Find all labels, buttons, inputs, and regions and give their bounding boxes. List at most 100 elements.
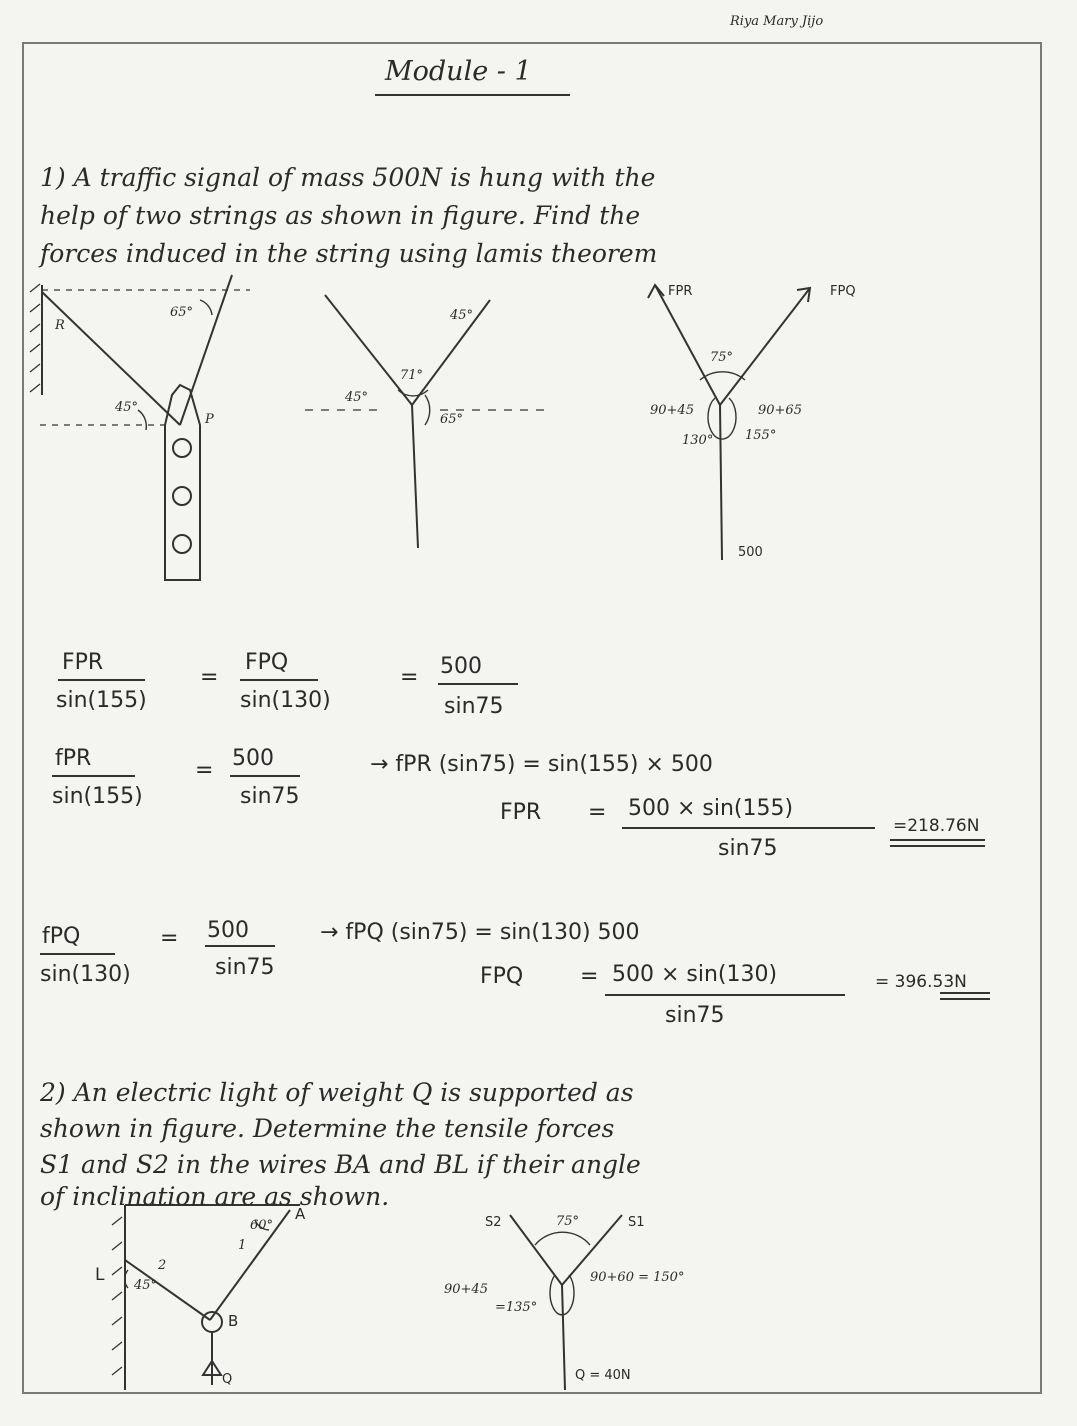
fig2a-lamp — [201, 1359, 223, 1376]
fig2b-diagram — [509, 1214, 623, 1391]
eq3-den-2: sin75 — [215, 955, 275, 980]
eq2-denominator: sin75 — [718, 836, 778, 861]
fig2b-load-label: Q = 40N — [575, 1368, 631, 1383]
fig2a-mark-2: 2 — [158, 1258, 167, 1273]
eq3-lhs: FPQ — [480, 964, 524, 989]
eq2-equals: = — [195, 758, 214, 783]
fig1a-arc-65 — [199, 299, 213, 316]
problem2-line-3: S1 and S2 in the wires BA and BL if thei… — [40, 1150, 641, 1179]
fig1a-light-2 — [172, 486, 192, 506]
fig1b-angle-mid: 71° — [400, 368, 424, 383]
fig1b-diagram — [305, 294, 545, 549]
fig2b-arc-top — [534, 1231, 591, 1246]
eq2-num-2: 500 — [232, 746, 274, 771]
fig2b-s2 — [509, 1214, 563, 1286]
fig2b-arc-bottom — [549, 1274, 575, 1316]
fig2b-label-s1: S1 — [628, 1215, 645, 1230]
fig2a-label-q: Q — [222, 1372, 233, 1387]
fig2a-diagram — [111, 1204, 300, 1390]
fig2a-pulley — [201, 1311, 223, 1333]
author-name: Riya Mary Jijo — [730, 14, 824, 29]
eq1-num-3: 500 — [440, 654, 482, 679]
fig1b-angle-right: 65° — [440, 412, 464, 427]
fig1c-angle-bl: 130° — [682, 433, 714, 448]
fig1c-fpq — [719, 287, 811, 406]
fig1c-label-fpq: FPQ — [830, 284, 856, 299]
fig2a-angle-60: 60° — [250, 1218, 274, 1233]
fig2b-label-s2: S2 — [485, 1215, 502, 1230]
fig1c-fpr — [654, 284, 721, 406]
problem1-line-1: 1) A traffic signal of mass 500N is hung… — [40, 163, 656, 192]
fig1c-arrow-fpq — [796, 286, 812, 303]
eq2-num-1: fPR — [55, 746, 92, 771]
fig1b-angle-top: 45° — [450, 308, 474, 323]
fig2a-wire-ba — [209, 1209, 291, 1321]
fig2a-arc-top — [254, 1219, 270, 1231]
fig2b-load — [561, 1284, 566, 1391]
problem1-line-3: forces induced in the string using lamis… — [40, 239, 658, 268]
eq3-equals-b: = — [580, 964, 599, 989]
eq1-den-3: sin75 — [444, 694, 504, 719]
eq1-den-2: sin(130) — [240, 688, 331, 713]
eq2-lhs: FPR — [500, 800, 542, 825]
fig1c-arc-bottom — [707, 397, 737, 440]
fig1b-arc-right — [424, 394, 431, 426]
eq3-denominator: sin75 — [665, 1003, 725, 1028]
fig1a-diagram — [29, 274, 250, 581]
eq3-result: = 396.53N — [875, 972, 967, 992]
eq2-result: =218.76N — [893, 816, 980, 836]
page-title: Module - 1 — [385, 56, 532, 87]
eq2-den-2: sin75 — [240, 784, 300, 809]
eq2-equals-b: = — [588, 800, 607, 825]
fig2b-angle-left: 90+45 — [444, 1282, 488, 1297]
fig1a-light-3 — [172, 534, 192, 554]
eq3-step: → fPQ (sin75) = sin(130) 500 — [320, 920, 640, 945]
eq3-num-2: 500 — [207, 918, 249, 943]
fig2b-angle-right: 90+60 = 150° — [590, 1270, 685, 1285]
fig1c-angle-top: 75° — [710, 350, 734, 365]
fig1a-string-pq — [179, 274, 233, 426]
eq1-equals-a: = — [200, 665, 219, 690]
fig1b-string-left — [324, 294, 413, 406]
fig1c-label-fpr: FPR — [668, 284, 693, 299]
fig2a-wall-hatch — [111, 1216, 123, 1376]
eq3-num-1: fPQ — [42, 924, 81, 949]
fig2a-wire-bl — [124, 1259, 211, 1321]
fig1b-angle-left: 45° — [345, 390, 369, 405]
eq3-numerator: 500 × sin(130) — [612, 962, 778, 987]
problem2-line-1: 2) An electric light of weight Q is supp… — [40, 1078, 634, 1107]
fig1b-arc-top — [397, 389, 429, 397]
problem2-line-4: of inclination are as shown. — [40, 1182, 390, 1211]
fig1c-arrow-fpr — [647, 283, 665, 299]
fig2a-angle-45: 45° — [134, 1278, 158, 1293]
fig1a-light-1 — [172, 438, 192, 458]
fig2a-label-a: A — [295, 1205, 306, 1223]
fig2b-angle-top: 75° — [556, 1214, 580, 1229]
fig1a-string-pr — [41, 291, 181, 426]
fig2a-label-b: B — [228, 1312, 239, 1330]
fig1a-label-r: R — [55, 318, 65, 333]
eq1-den-1: sin(155) — [56, 688, 147, 713]
eq2-step: → fPR (sin75) = sin(155) × 500 — [370, 752, 713, 777]
problem2-line-2: shown in figure. Determine the tensile f… — [40, 1114, 615, 1143]
eq1-num-1: FPR — [62, 650, 104, 675]
problem1-line-2: help of two strings as shown in figure. … — [40, 201, 641, 230]
eq1-num-2: FPQ — [245, 650, 289, 675]
fig1a-angle-65: 65° — [170, 305, 194, 320]
page-border — [22, 42, 1042, 1394]
fig1c-angle-br: 155° — [745, 428, 777, 443]
fig2b-s1 — [561, 1214, 623, 1286]
fig1c-load — [719, 404, 723, 561]
fig1c-angle-left: 90+45 — [650, 403, 694, 418]
fig1c-load-label: 500 — [738, 545, 763, 560]
fig1b-string-right — [411, 299, 491, 406]
fig1c-arc-top — [699, 371, 746, 381]
fig1c-angle-right: 90+65 — [758, 403, 802, 418]
fig2a-mark-1: 1 — [238, 1238, 247, 1253]
fig1a-angle-45: 45° — [115, 400, 139, 415]
eq3-equals: = — [160, 926, 179, 951]
eq1-equals-b: = — [400, 665, 419, 690]
eq2-numerator: 500 × sin(155) — [628, 796, 794, 821]
